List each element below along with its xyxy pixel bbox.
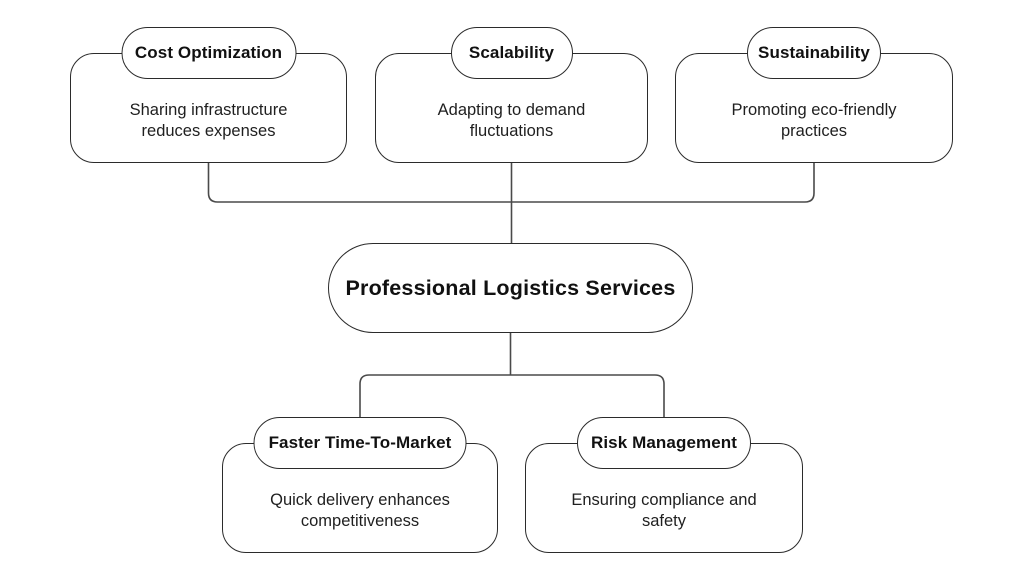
node-description: Promoting eco-friendly practices (731, 100, 897, 140)
node-title: Scalability (468, 43, 555, 62)
node-title: Faster Time-To-Market (268, 433, 452, 452)
node-cost-optimization-title-badge: Cost Optimization (121, 27, 296, 79)
node-faster-time-to-market-title-badge: Faster Time-To-Market (253, 417, 467, 469)
node-scalability-title-badge: Scalability (450, 27, 573, 79)
node-cost-optimization: Cost Optimization Sharing infrastructure… (70, 27, 347, 163)
node-title: Cost Optimization (134, 43, 283, 62)
node-risk-management-title-badge: Risk Management (577, 417, 751, 469)
node-description: Adapting to demand fluctuations (437, 100, 586, 140)
node-professional-logistics-services: Professional Logistics Services (328, 243, 693, 333)
node-sustainability: Sustainability Promoting eco-friendly pr… (675, 27, 953, 163)
node-faster-time-to-market: Faster Time-To-Market Quick delivery enh… (222, 417, 498, 553)
connector-bottom-bracket (359, 374, 665, 418)
node-sustainability-title-badge: Sustainability (747, 27, 881, 79)
node-title: Sustainability (758, 43, 870, 62)
node-scalability: Scalability Adapting to demand fluctuati… (375, 27, 648, 163)
node-description: Sharing infrastructure reduces expenses (129, 100, 288, 140)
node-title: Risk Management (590, 433, 738, 452)
node-description: Ensuring compliance and safety (571, 490, 757, 530)
node-risk-management: Risk Management Ensuring compliance and … (525, 417, 803, 553)
node-description: Quick delivery enhances competitiveness (270, 490, 450, 530)
center-node-label: Professional Logistics Services (345, 275, 676, 300)
